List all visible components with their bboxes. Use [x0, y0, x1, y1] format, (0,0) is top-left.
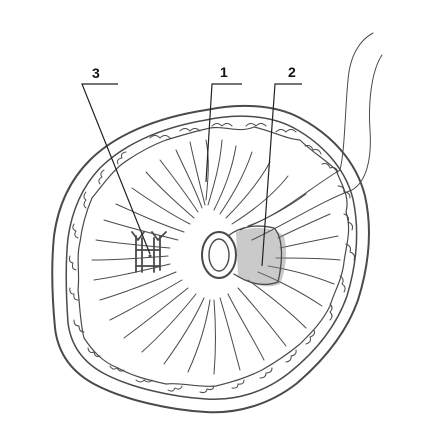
inner-contour: [66, 116, 356, 399]
mucosal-rim: [78, 127, 349, 386]
ring-inner: [209, 239, 229, 271]
label-ring: 2: [288, 64, 296, 80]
ring-device: [202, 226, 286, 286]
label-fold: 1: [220, 64, 228, 80]
label-clip: 3: [92, 65, 100, 81]
thread-lower: [252, 55, 382, 240]
radial-folds: [92, 140, 340, 374]
leader-fold: [206, 84, 242, 182]
clip-point: [149, 255, 152, 258]
leader-clip: [82, 84, 150, 254]
